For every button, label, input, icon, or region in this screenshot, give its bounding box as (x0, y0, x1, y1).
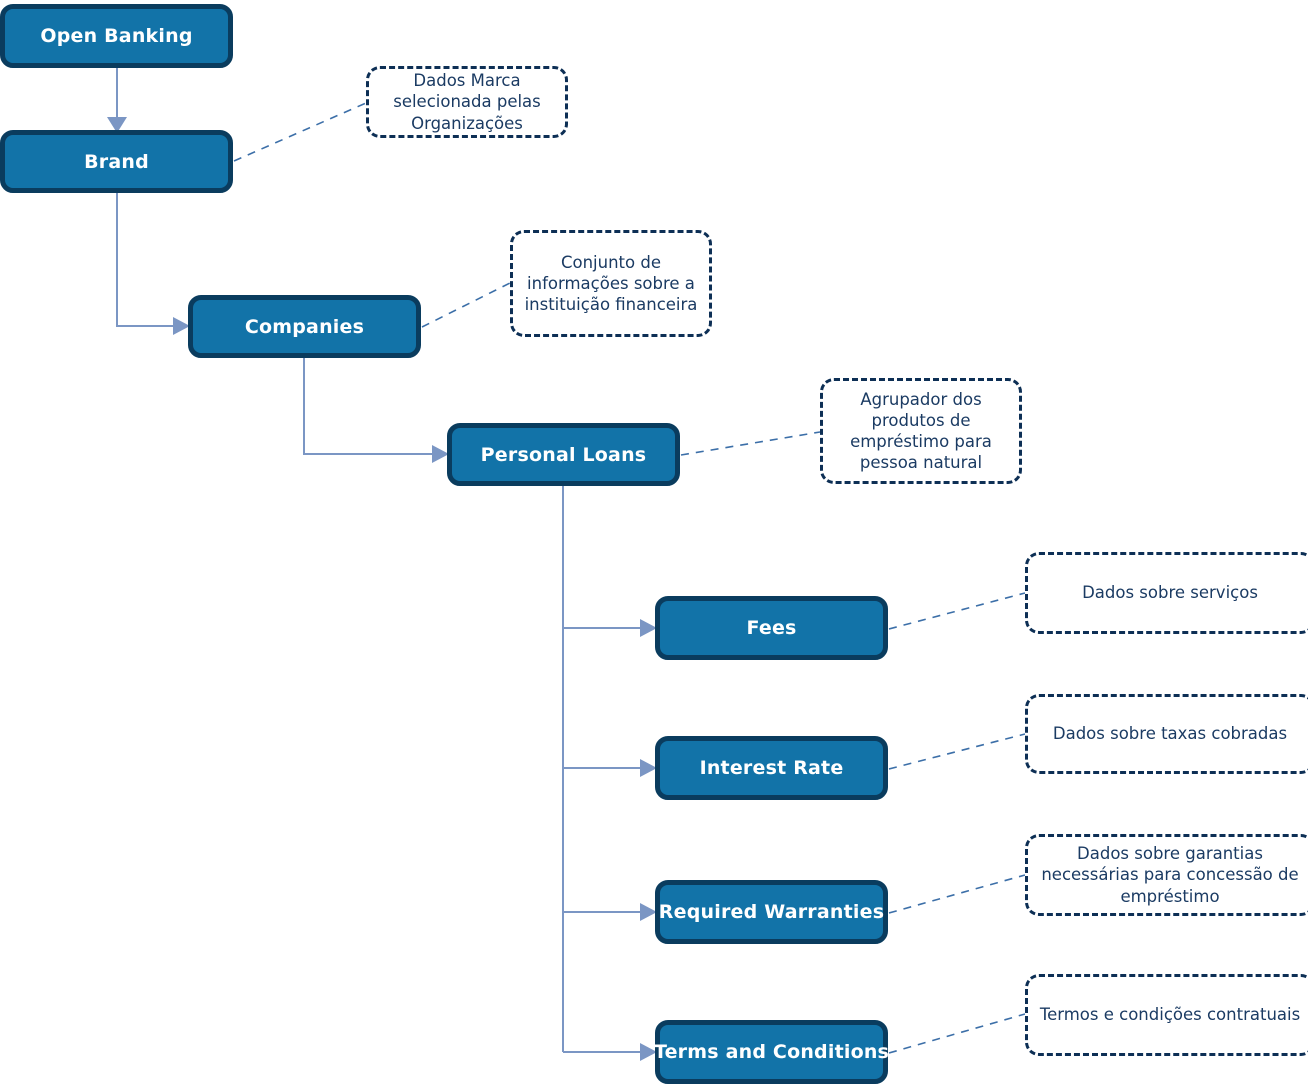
leader-personal-loans-note (680, 431, 821, 456)
leader-fees-note (888, 592, 1026, 630)
node-companies-label: Companies (244, 315, 365, 338)
edge-brand-to-companies (116, 193, 190, 335)
node-required-warranties-label: Required Warranties (658, 901, 885, 923)
node-fees-label: Fees (746, 617, 797, 639)
node-terms-and-conditions-label: Terms and Conditions (653, 1041, 890, 1063)
note-terms: Termos e condições contratuais (1025, 974, 1308, 1056)
edge-companies-to-personal-loans (303, 358, 449, 463)
note-companies-label: Conjunto de informações sobre a institui… (524, 252, 698, 315)
edge-personal-loans-to-terms (563, 1043, 657, 1061)
node-companies[interactable]: Companies (188, 295, 421, 358)
node-open-banking[interactable]: Open Banking (0, 4, 233, 68)
node-interest-rate[interactable]: Interest Rate (655, 736, 888, 800)
leader-companies-note (421, 282, 511, 328)
leader-required-warranties-note (888, 874, 1026, 914)
edge-personal-loans-to-interest-rate (563, 759, 657, 777)
node-terms-and-conditions[interactable]: Terms and Conditions (654, 1020, 889, 1084)
leader-interest-rate-note (888, 733, 1026, 770)
note-required-warranties: Dados sobre garantias necessárias para c… (1025, 834, 1308, 916)
node-personal-loans-label: Personal Loans (480, 443, 647, 466)
edge-personal-loans-to-fees (563, 619, 657, 637)
note-personal-loans-label: Agrupador dos produtos de empréstimo par… (850, 389, 992, 473)
note-terms-label: Termos e condições contratuais (1039, 1005, 1301, 1025)
edge-personal-loans-to-required-warranties (563, 903, 657, 921)
note-interest-rate: Dados sobre taxas cobradas (1025, 694, 1308, 774)
note-brand-label: Dados Marca selecionada pelas Organizaçõ… (393, 71, 541, 133)
edge-open-banking-to-brand (107, 68, 127, 133)
note-required-warranties-label: Dados sobre garantias necessárias para c… (1041, 844, 1299, 906)
leader-terms-note (888, 1013, 1026, 1054)
leader-brand-note (233, 102, 367, 162)
node-open-banking-label: Open Banking (40, 25, 193, 47)
node-personal-loans[interactable]: Personal Loans (447, 423, 680, 486)
node-brand-label: Brand (84, 150, 149, 173)
note-companies: Conjunto de informações sobre a institui… (510, 230, 712, 337)
note-fees: Dados sobre serviços (1025, 552, 1308, 634)
node-fees[interactable]: Fees (655, 596, 888, 660)
note-brand: Dados Marca selecionada pelas Organizaçõ… (366, 66, 568, 138)
node-required-warranties[interactable]: Required Warranties (655, 880, 888, 944)
node-interest-rate-label: Interest Rate (699, 757, 844, 779)
note-personal-loans: Agrupador dos produtos de empréstimo par… (820, 378, 1022, 484)
note-interest-rate-label: Dados sobre taxas cobradas (1052, 724, 1288, 744)
note-fees-label: Dados sobre serviços (1082, 583, 1258, 603)
node-brand[interactable]: Brand (0, 130, 233, 193)
